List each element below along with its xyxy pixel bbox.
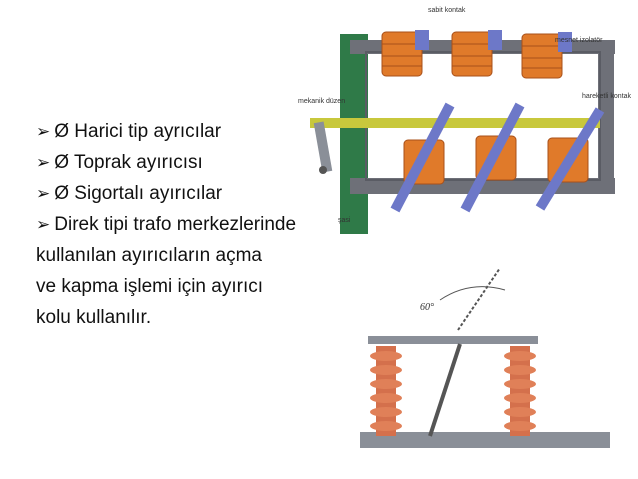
label-support-insulator: mesnet izolatör	[555, 37, 603, 44]
paragraph-line: ve kapma işlemi için ayırıcı	[36, 276, 264, 297]
mechanism-lever	[313, 121, 333, 174]
bullet-item: ➢Ø Toprak ayırıcısı	[36, 152, 203, 173]
angle-label: 60°	[420, 302, 434, 313]
label-chassis: şasi	[338, 217, 351, 224]
arrow-bullet-icon: ➢	[36, 215, 51, 234]
bullet-item: ➢Direk tipi trafo merkezlerinde	[36, 214, 297, 235]
moving-blades	[390, 102, 605, 213]
bullet-item: ➢Ø Harici tip ayrıcılar	[36, 121, 222, 142]
arrow-bullet-icon: ➢	[36, 184, 51, 203]
label-fixed-contact: sabit kontak	[428, 7, 466, 14]
paragraph-line: kolu kullanılır.	[36, 307, 152, 328]
label-mechanism: mekanik düzen	[298, 98, 345, 105]
top-insulators	[381, 30, 572, 79]
bullet-item: ➢Ø Sigortalı ayırıcılar	[36, 183, 223, 204]
paragraph-line: kullanılan ayırıcıların açma	[36, 245, 262, 266]
bullet-list: ➢Ø Harici tip ayrıcılar ➢Ø Toprak ayırıc…	[36, 116, 416, 333]
label-moving-contact: hareketli kontak	[582, 93, 632, 100]
frame-left-post	[340, 34, 368, 234]
arrow-bullet-icon: ➢	[36, 153, 51, 172]
arrow-bullet-icon: ➢	[36, 122, 51, 141]
frame-right-post	[598, 44, 614, 194]
pole-disconnector-diagram: 60°	[360, 267, 610, 448]
blade-bar	[368, 336, 538, 344]
operating-shaft	[310, 118, 600, 128]
